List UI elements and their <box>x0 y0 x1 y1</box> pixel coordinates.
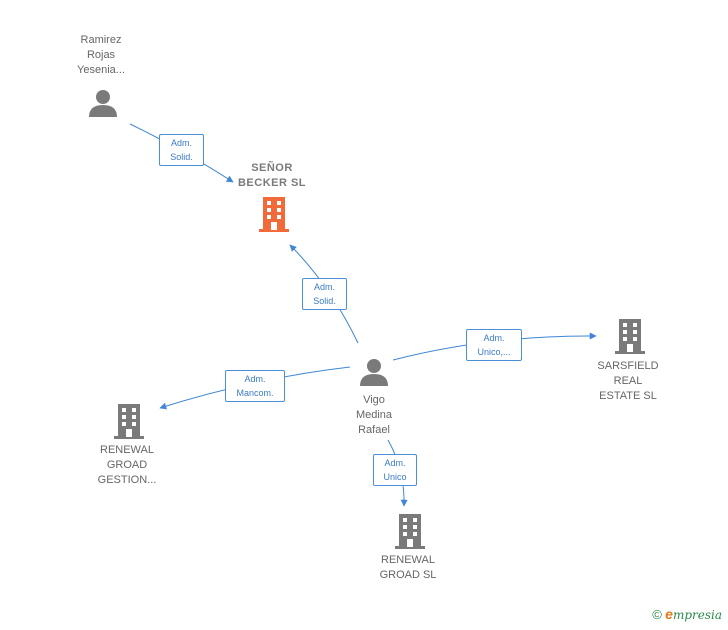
edge-label-line2: Solid. <box>170 152 193 162</box>
node-renewal-sl-line1: RENEWAL <box>381 554 435 566</box>
edge-label-line1: Adm. <box>170 138 192 148</box>
node-ramirez-line3: Yesenia... <box>77 64 125 76</box>
node-sarsfield-line1: SARSFIELD <box>597 360 659 372</box>
node-renewal-gestion-label: RENEWAL GROAD GESTION... <box>82 443 172 488</box>
person-icon[interactable] <box>88 88 118 118</box>
edge-label-ramirez-senor[interactable]: Adm. Solid. <box>159 134 204 166</box>
edge-label-vigo-renewal-gestion[interactable]: Adm. Mancom. <box>225 370 285 402</box>
building-icon[interactable] <box>258 197 290 233</box>
node-senor-label: SEÑOR BECKER SL <box>222 161 322 191</box>
node-renewal-sl-line2: GROAD SL <box>379 569 437 581</box>
node-ramirez-line1: Ramirez <box>80 34 122 46</box>
edge-label-line1: Adm. <box>244 374 266 384</box>
copyright-icon: © <box>652 607 662 622</box>
edge-label-vigo-sarsfield[interactable]: Adm. Unico,... <box>466 329 522 361</box>
node-sarsfield-label: SARSFIELD REAL ESTATE SL <box>582 359 674 404</box>
edge-label-line2: Unico,... <box>477 347 511 357</box>
node-vigo-line1: Vigo <box>363 394 385 406</box>
edge-label-line1: Adm. <box>313 282 335 292</box>
node-senor-line1: SEÑOR <box>251 162 293 174</box>
node-vigo-line2: Medina <box>355 409 393 421</box>
node-senor-line2: BECKER SL <box>237 177 307 189</box>
node-renewal-gestion-line3: GESTION... <box>97 474 157 486</box>
node-renewal-sl-label: RENEWAL GROAD SL <box>364 553 452 583</box>
edge-label-vigo-renewal-sl[interactable]: Adm. Unico <box>373 454 417 486</box>
building-icon[interactable] <box>113 404 145 440</box>
edge-label-line2: Unico <box>383 472 407 482</box>
node-ramirez-line2: Rojas <box>86 49 116 61</box>
edge-label-line1: Adm. <box>384 458 406 468</box>
node-ramirez-label: Ramirez Rojas Yesenia... <box>62 33 140 78</box>
building-icon[interactable] <box>394 514 426 550</box>
brand-initial: e <box>665 606 673 622</box>
edge-label-line1: Adm. <box>483 333 505 343</box>
edge-label-vigo-senor[interactable]: Adm. Solid. <box>302 278 347 310</box>
node-renewal-gestion-line1: RENEWAL <box>100 444 154 456</box>
building-icon[interactable] <box>614 319 646 355</box>
node-sarsfield-line3: ESTATE SL <box>599 390 657 402</box>
edge-label-line2: Mancom. <box>236 388 274 398</box>
person-icon[interactable] <box>359 357 389 387</box>
brand-logo[interactable]: © empresia <box>652 606 722 622</box>
node-renewal-gestion-line2: GROAD <box>106 459 148 471</box>
node-vigo-label: Vigo Medina Rafael <box>334 393 414 438</box>
brand-name: mpresia <box>672 608 722 622</box>
node-sarsfield-line2: REAL <box>613 375 643 387</box>
node-vigo-line3: Rafael <box>358 424 390 436</box>
edge-label-line2: Solid. <box>313 296 336 306</box>
